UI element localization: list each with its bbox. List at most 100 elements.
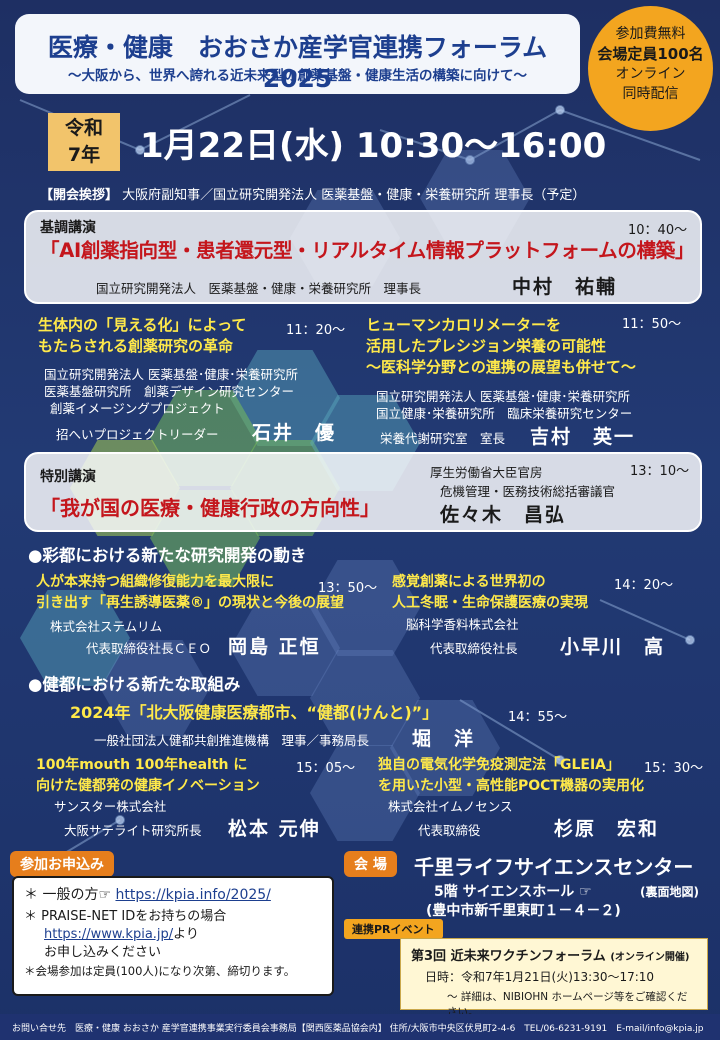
apply-praise-link[interactable]: https://www.kpia.jp/ <box>44 927 174 942</box>
talk2-title-line: ヒューマンカロリメーターを <box>366 316 562 334</box>
talk3-title-line: 引き出す「再生誘導医薬®」の現状と今後の展望 <box>36 595 344 611</box>
talk1-affiliation: 国立研究開発法人 医薬基盤･健康･栄養研究所 医薬基盤研究所 創薬デザイン研究セ… <box>44 366 298 417</box>
talk2-affiliation: 国立研究開発法人 医薬基盤･健康･栄養研究所 国立健康･栄養研究所 臨床栄養研究… <box>376 388 632 422</box>
talk3-role: 代表取締役社長ＣＥＯ <box>86 641 212 656</box>
talk7-role: 代表取締役 <box>418 823 481 838</box>
talk7-title-line: 独自の電気化学免疫測定法「GLEIA」 <box>378 757 621 773</box>
opening-text: 大阪府副知事／国立研究開発法人 医薬基盤・健康・栄養研究所 理事長（予定） <box>122 188 586 203</box>
talk1-role: 招へいプロジェクトリーダー <box>56 427 219 442</box>
keynote-panel <box>24 210 702 304</box>
special-label: 特別講演 <box>40 469 96 485</box>
talk6-title: 100年mouth 100年health に 向けた健都発の健康イノベーション <box>36 755 260 797</box>
apply-note: ＊会場参加は定員(100人)になり次第、締切ります。 <box>24 964 296 978</box>
talk6-title-line: 100年mouth 100年health に <box>36 757 248 773</box>
talk4-title: 感覚創薬による世界初の 人工冬眠・生命保護医療の実現 <box>392 572 588 614</box>
venue-hall: 5階 サイエンスホール ☞ <box>434 884 592 900</box>
talk1-aff-line: 国立研究開発法人 医薬基盤･健康･栄養研究所 <box>44 367 298 382</box>
decor-hexagon <box>310 745 420 841</box>
special-lecture-panel <box>24 452 702 532</box>
apply-general-link[interactable]: https://kpia.info/2025/ <box>115 887 271 903</box>
opening-remarks: 【開会挨拶】 大阪府副知事／国立研究開発法人 医薬基盤・健康・栄養研究所 理事長… <box>40 184 585 203</box>
pr-event-title: 第3回 近未来ワクチンフォーラム <box>411 949 606 964</box>
talk6-speaker: 松本 元伸 <box>228 818 321 840</box>
section-kento-title: ●健都における新たな取組み <box>28 675 241 694</box>
apply-general-label: ＊ 一般の方☞ <box>24 887 112 903</box>
talk2-aff-line: 国立健康･栄養研究所 臨床栄養研究センター <box>376 406 633 421</box>
talk3-time: 13：50～ <box>318 581 378 596</box>
special-speaker: 佐々木 昌弘 <box>440 504 567 526</box>
talk5-affiliation: 一般社団法人健都共創推進機構 理事／事務局長 <box>94 733 370 748</box>
talk2-aff-line: 国立研究開発法人 医薬基盤･健康･栄養研究所 <box>376 389 630 404</box>
talk4-speaker: 小早川 高 <box>560 636 666 658</box>
badge-online: オンライン <box>615 66 686 82</box>
talk5-time: 14：55～ <box>508 710 568 725</box>
decor-hexagon <box>310 560 420 656</box>
talk2-role: 栄養代謝研究室 室長 <box>380 431 506 446</box>
talk5-speaker: 堀 洋 <box>412 728 476 750</box>
forum-subtitle: ～大阪から、世界へ誇れる近未来型の創薬基盤・健康生活の構築に向けて～ <box>68 68 527 84</box>
section-saito-title: ●彩都における新たな研究開発の動き <box>28 546 307 565</box>
pr-event-title-note: (オンライン開催) <box>610 952 690 963</box>
venue-name: 千里ライフサイエンスセンター <box>414 855 694 879</box>
opening-label: 【開会挨拶】 <box>40 188 119 203</box>
apply-praise-suffix: より <box>173 927 199 942</box>
talk1-aff-line: 医薬基盤研究所 創薬デザイン研究センター <box>44 384 295 399</box>
apply-praise-end: お申し込みください <box>44 945 162 960</box>
pr-event-box: 第3回 近未来ワクチンフォーラム (オンライン開催) 日時：令和7年1月21日(… <box>400 938 708 1018</box>
keynote-affiliation: 国立研究開発法人 医薬基盤・健康・栄養研究所 理事長 <box>96 281 422 296</box>
apply-box: ＊ 一般の方☞ https://kpia.info/2025/ ＊ PRAISE… <box>12 876 334 996</box>
talk7-speaker: 杉原 宏和 <box>554 818 660 840</box>
talk2-time: 11：50～ <box>622 317 682 332</box>
talk6-time: 15：05～ <box>296 761 356 776</box>
decor-hexagon <box>390 700 500 796</box>
talk1-speaker: 石井 優 <box>252 422 337 444</box>
forum-title: 医療・健康 おおさか産学官連携フォーラム2025 <box>47 33 548 93</box>
special-time: 13：10～ <box>630 464 690 479</box>
talk1-time: 11：20～ <box>286 323 346 338</box>
special-aff1: 厚生労働省大臣官房 <box>430 465 543 480</box>
talk3-speaker: 岡島 正恒 <box>228 636 321 658</box>
decor-hexagon <box>310 650 420 746</box>
talk1-title-line: もたらされる創薬研究の革命 <box>38 337 234 355</box>
venue-map-link[interactable]: (裏面地図) <box>640 885 699 899</box>
special-title: 「我が国の医療・健康行政の方向性」 <box>40 496 380 520</box>
keynote-title: 「AI創薬指向型・患者還元型・リアルタイム情報プラットフォームの構築」 <box>40 239 695 262</box>
event-date: 1月22日(水) 10:30～16:00 <box>140 126 607 166</box>
talk5-title: 2024年「北大阪健康医療都市、“健都(けんと)”」 <box>70 703 439 722</box>
header-banner <box>15 14 580 94</box>
footer-contact: お問い合せ先 医療・健康 おおさか 産学官連携事業実行委員会事務局【関西医薬品協… <box>0 1014 720 1040</box>
talk7-title-line: を用いた小型・高性能POCT機器の実用化 <box>378 778 644 794</box>
pr-event-datetime: 日時：令和7年1月21日(火)13:30～17:10 <box>425 970 655 984</box>
talk1-title: 生体内の「見える化」によって もたらされる創薬研究の革命 <box>38 315 246 357</box>
era-name: 令和 <box>64 117 103 139</box>
talk4-company: 脳科学香料株式会社 <box>406 617 519 632</box>
talk1-aff-line: 創薬イメージングプロジェクト <box>50 401 225 416</box>
badge-capacity: 会場定員100名 <box>597 45 704 63</box>
special-aff2: 危機管理・医務技術総括審議官 <box>440 484 616 499</box>
pr-event-label: 連携PRイベント <box>344 919 443 939</box>
keynote-speaker: 中村 祐輔 <box>512 276 618 298</box>
talk7-title: 独自の電気化学免疫測定法「GLEIA」 を用いた小型・高性能POCT機器の実用化 <box>378 755 644 797</box>
talk6-role: 大阪サテライト研究所長 <box>64 823 202 838</box>
apply-praise-label: ＊ PRAISE-NET IDをお持ちの場合 <box>24 909 227 924</box>
talk2-title-line: ～医科学分野との連携の展望も併せて～ <box>366 358 636 376</box>
talk1-title-line: 生体内の「見える化」によって <box>38 316 247 334</box>
talk2-title: ヒューマンカロリメーターを 活用したプレシジョン栄養の可能性 ～医科学分野との連… <box>366 315 636 378</box>
venue-label: 会 場 <box>344 851 397 877</box>
talk6-company: サンスター株式会社 <box>54 799 167 814</box>
badge-stream: 同時配信 <box>622 86 679 102</box>
era-year: 7年 <box>67 144 101 166</box>
talk4-time: 14：20～ <box>614 578 674 593</box>
era-box: 令和 7年 <box>48 113 120 171</box>
talk7-company: 株式会社イムノセンス <box>388 799 513 814</box>
talk4-title-line: 人工冬眠・生命保護医療の実現 <box>392 595 588 611</box>
talk2-speaker: 吉村 英一 <box>530 426 636 448</box>
talk2-title-line: 活用したプレシジョン栄養の可能性 <box>366 337 607 355</box>
venue-address: (豊中市新千里東町１－４－２) <box>426 903 621 919</box>
talk3-title: 人が本来持つ組織修復能力を最大限に 引き出す「再生誘導医薬®」の現状と今後の展望 <box>36 572 344 614</box>
talk3-company: 株式会社ステムリム <box>50 619 163 634</box>
talk4-title-line: 感覚創薬による世界初の <box>392 574 546 590</box>
talk3-title-line: 人が本来持つ組織修復能力を最大限に <box>36 574 274 590</box>
admission-badge: 参加費無料 会場定員100名 オンライン 同時配信 <box>588 6 713 131</box>
